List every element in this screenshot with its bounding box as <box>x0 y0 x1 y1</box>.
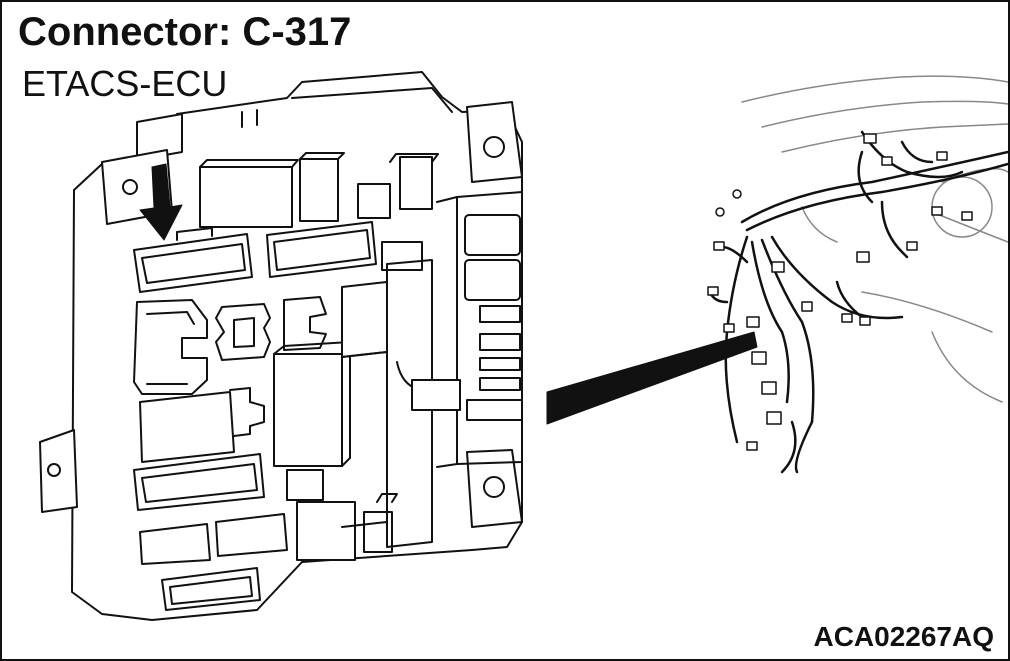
dashboard-harness <box>741 75 1008 403</box>
connector-title: Connector: C-317 <box>18 10 352 54</box>
location-arrow-icon <box>139 163 183 241</box>
harness-connectors <box>707 133 973 451</box>
connector-c317-socket <box>133 227 253 293</box>
harness-wires <box>708 130 1008 474</box>
figure-code: ACA02267AQ <box>813 621 994 652</box>
top-relay-row <box>199 152 439 228</box>
right-relay-stack <box>464 214 523 421</box>
component-name: ETACS-ECU <box>22 64 234 104</box>
connector-sockets <box>133 221 423 611</box>
center-fuse-column <box>341 259 461 548</box>
callout-wedge-icon <box>546 331 758 425</box>
